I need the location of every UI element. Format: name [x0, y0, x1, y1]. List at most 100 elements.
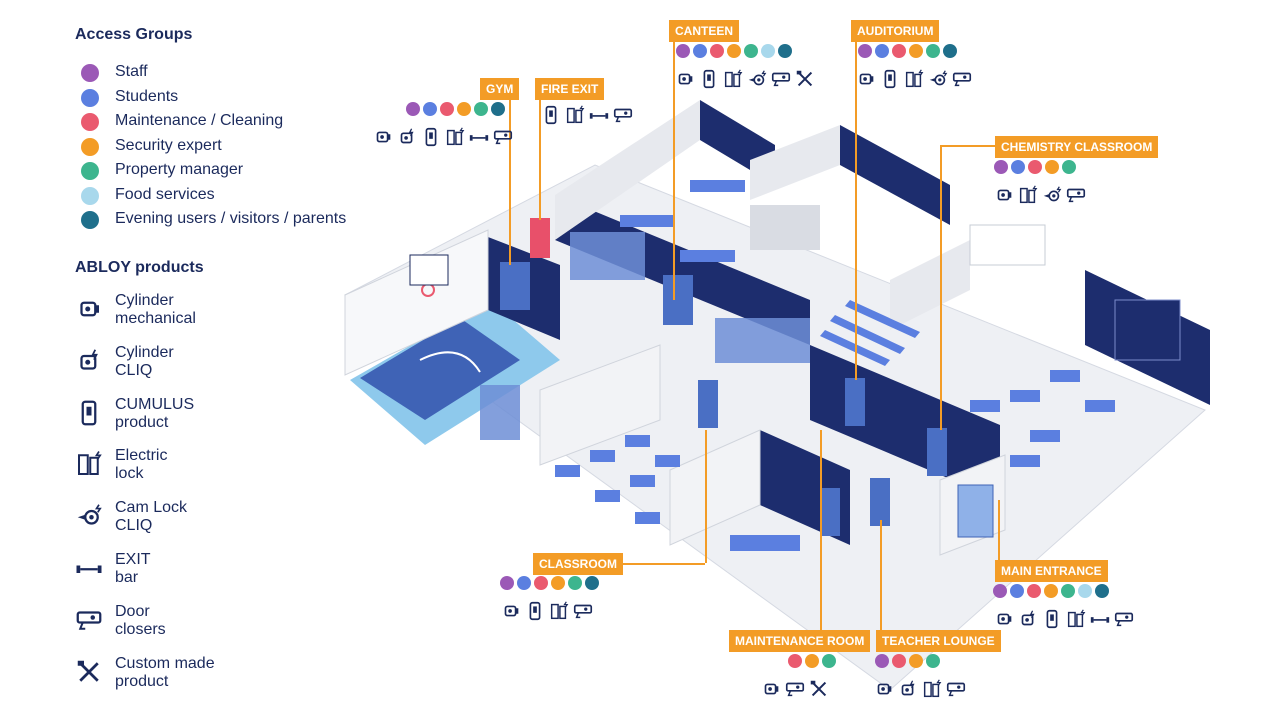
- door-closer-icon: [613, 108, 633, 123]
- product-label-line2: bar: [115, 569, 139, 586]
- access-group-dot: [568, 576, 582, 590]
- cylinder-cliq-icon: [74, 346, 104, 376]
- abloy-products-title: ABLOY products: [75, 259, 204, 276]
- court-arc: [419, 351, 481, 373]
- room-label-maintenance-room: MAINTENANCE ROOM: [729, 630, 871, 652]
- electric-lock-icon: [923, 679, 942, 698]
- fire_exit-products: [540, 104, 634, 126]
- product-label-line2: lock: [115, 465, 144, 483]
- electric-lock-icon: [1067, 609, 1086, 628]
- cylinder-cliq-icon: [80, 349, 98, 370]
- product-label-line2: mechanical: [115, 310, 196, 327]
- cylinder-mechanical-icon: [859, 73, 874, 85]
- cylinder-mechanical-icon: [877, 683, 892, 695]
- cylinder-cliq-icon: [1021, 610, 1035, 626]
- exit-bar-icon: [1090, 617, 1110, 623]
- room-label-fire-exit: FIRE EXIT: [535, 78, 605, 100]
- custom-product-icon: [74, 657, 104, 687]
- maintenance_room-leader-line: [820, 430, 822, 630]
- room-label-chemistry: CHEMISTRY CLASSROOM: [995, 136, 1159, 158]
- cumulus-icon: [884, 69, 896, 89]
- chemistry-access-groups: [994, 160, 1076, 174]
- access-group-dot: [892, 654, 906, 668]
- canteen-products: [674, 68, 816, 90]
- custom-product-icon: [77, 660, 99, 682]
- canteen-access-groups: [676, 44, 792, 58]
- access-group-dot: [994, 160, 1008, 174]
- teacher_lounge-leader-line: [880, 520, 882, 630]
- product-label-line1: Cylinder: [115, 343, 174, 361]
- cumulus-icon: [703, 69, 715, 89]
- door-closer-icon: [573, 604, 593, 619]
- access-group-dot: [500, 576, 514, 590]
- canteen-side-wall: [555, 100, 700, 240]
- access-group-dot: [909, 654, 923, 668]
- access-group-dot: [474, 102, 488, 116]
- gym-door: [500, 262, 530, 310]
- access-group-dot: [926, 654, 940, 668]
- product-label-line1: Custom made: [115, 654, 215, 672]
- electric-lock-icon: [566, 105, 585, 124]
- front-wall: [669, 429, 761, 546]
- access-group-dot: [1028, 160, 1042, 174]
- auditorium-access-groups: [858, 44, 957, 58]
- room-label-gym: GYM: [480, 78, 520, 100]
- auditorium-products: [855, 68, 973, 90]
- chemistry-leader-line: [940, 145, 942, 430]
- access-group-dot: [1044, 584, 1058, 598]
- product-label-line1: EXIT: [115, 551, 151, 568]
- access-group-dot: [805, 654, 819, 668]
- canteen-leader-line: [673, 42, 675, 300]
- cylinder-mechanical-icon: [74, 294, 104, 324]
- gym-side-wall: [344, 229, 489, 376]
- electric-lock-icon: [74, 449, 104, 479]
- maintenance_room-access-groups: [788, 654, 836, 668]
- chemistry-door: [927, 428, 947, 476]
- classroom-access-groups: [500, 576, 599, 590]
- cumulus-icon: [74, 398, 104, 428]
- cylinder-mechanical-icon: [997, 613, 1012, 625]
- classroom-products: [500, 600, 594, 622]
- access-group-dot: [744, 44, 758, 58]
- group-dot-5: [81, 186, 99, 205]
- room-label-main-entrance: MAIN ENTRANCE: [995, 560, 1108, 582]
- access-group-dot: [534, 576, 548, 590]
- kitchen-wall: [750, 125, 840, 200]
- room-label-teacher-lounge: TEACHER LOUNGE: [876, 630, 1001, 652]
- group-dot-6: [81, 211, 99, 229]
- access-group-dot: [943, 44, 957, 58]
- door-closer-icon: [1114, 612, 1134, 627]
- access-group-dot: [1062, 160, 1076, 174]
- cylinder-cliq-icon: [400, 128, 414, 144]
- access-group-dot: [892, 44, 906, 58]
- class-wall: [539, 344, 661, 466]
- group-dot-4: [81, 162, 99, 180]
- access-group-dot: [875, 44, 889, 58]
- cumulus-icon: [425, 127, 437, 147]
- access-group-dot: [1078, 584, 1092, 598]
- main-entrance-door: [957, 484, 994, 538]
- lockers-canteen: [570, 232, 645, 280]
- access-group-dot: [693, 44, 707, 58]
- main_entrance-leader-line: [998, 500, 1000, 560]
- access-group-dot: [676, 44, 690, 58]
- access-group-dot: [727, 44, 741, 58]
- door-closer-icon: [785, 682, 805, 697]
- group-label: Evening users / visitors / parents: [115, 210, 347, 227]
- door-closer-icon: [76, 611, 102, 630]
- door-closer-icon: [952, 72, 972, 87]
- access-group-dot: [585, 576, 599, 590]
- door-closer-icon: [771, 72, 791, 87]
- exit-bar-icon: [589, 113, 609, 119]
- cumulus-icon: [545, 105, 557, 125]
- cylinder-mechanical-icon: [997, 189, 1012, 201]
- group-label: Property manager: [115, 161, 244, 178]
- group-dot-3: [81, 137, 99, 156]
- access-group-dot: [858, 44, 872, 58]
- access-group-dot: [491, 102, 505, 116]
